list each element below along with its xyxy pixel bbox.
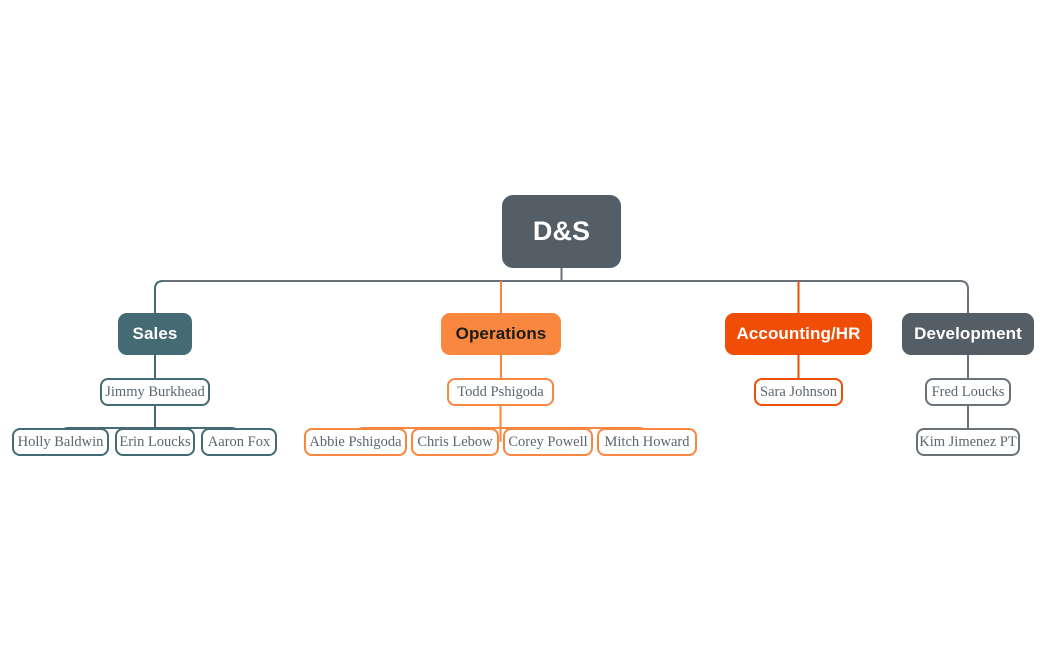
node-report-chris-lebow[interactable]: Chris Lebow — [411, 428, 499, 456]
node-department-operations[interactable]: Operations — [441, 313, 561, 355]
node-department-operations-label: Operations — [455, 324, 547, 343]
node-manager-sales[interactable]: Jimmy Burkhead — [100, 378, 210, 406]
connector — [959, 280, 969, 313]
node-manager-accounting-hr[interactable]: Sara Johnson — [754, 378, 843, 406]
node-report-label: Erin Loucks — [119, 433, 191, 450]
node-manager-sales-label: Jimmy Burkhead — [105, 383, 205, 400]
node-department-development-label: Development — [914, 324, 1022, 343]
node-department-development[interactable]: Development — [902, 313, 1034, 355]
node-report-aaron-fox[interactable]: Aaron Fox — [201, 428, 277, 456]
node-department-accounting-hr-label: Accounting/HR — [736, 324, 861, 343]
connector — [154, 280, 164, 313]
node-department-sales-label: Sales — [132, 324, 178, 343]
node-report-holly-baldwin[interactable]: Holly Baldwin — [12, 428, 109, 456]
node-root-label: D&S — [532, 216, 591, 246]
node-report-erin-loucks[interactable]: Erin Loucks — [115, 428, 195, 456]
node-department-accounting-hr[interactable]: Accounting/HR — [725, 313, 872, 355]
node-manager-development[interactable]: Fred Loucks — [925, 378, 1011, 406]
node-report-label: Mitch Howard — [604, 433, 690, 450]
node-report-kim-jimenez-pt[interactable]: Kim Jimenez PT — [916, 428, 1020, 456]
node-report-abbie-pshigoda[interactable]: Abbie Pshigoda — [304, 428, 407, 456]
node-report-label: Holly Baldwin — [17, 433, 104, 450]
node-report-label: Chris Lebow — [417, 433, 493, 450]
node-manager-accounting-hr-label: Sara Johnson — [760, 383, 837, 400]
node-manager-development-label: Fred Loucks — [931, 383, 1005, 400]
node-root[interactable]: D&S — [502, 195, 621, 268]
node-manager-operations[interactable]: Todd Pshigoda — [447, 378, 554, 406]
node-report-mitch-howard[interactable]: Mitch Howard — [597, 428, 697, 456]
node-manager-operations-label: Todd Pshigoda — [457, 383, 544, 400]
node-report-label: Kim Jimenez PT — [919, 433, 1017, 450]
node-department-sales[interactable]: Sales — [118, 313, 192, 355]
node-report-label: Corey Powell — [508, 433, 588, 450]
node-report-label: Aaron Fox — [207, 433, 271, 450]
node-report-corey-powell[interactable]: Corey Powell — [503, 428, 593, 456]
node-report-label: Abbie Pshigoda — [309, 433, 402, 450]
